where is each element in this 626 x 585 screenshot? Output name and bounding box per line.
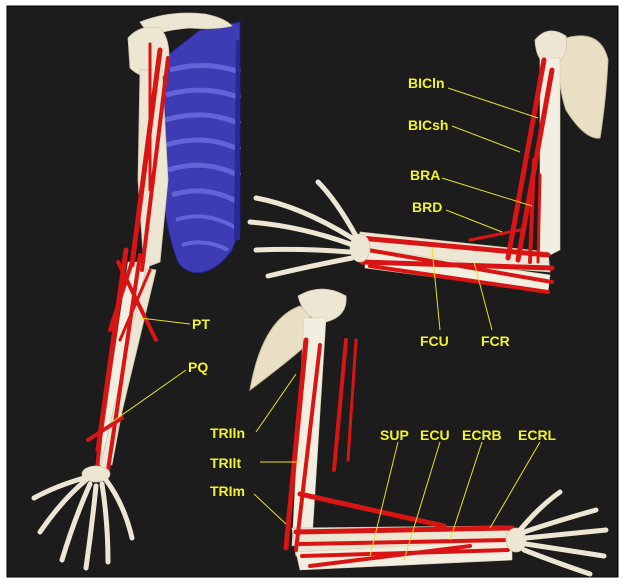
label-fcr: FCR (481, 333, 510, 349)
label-brd: BRD (412, 199, 442, 215)
label-pq: PQ (188, 359, 208, 375)
label-bicsh: BICsh (408, 117, 448, 133)
label-trilt: TRIlt (210, 455, 241, 471)
label-trim: TRIm (210, 483, 245, 499)
label-bicln: BICln (408, 75, 445, 91)
label-triln: TRIln (210, 425, 245, 441)
label-ecu: ECU (420, 427, 450, 443)
label-pt: PT (192, 316, 210, 332)
label-sup: SUP (380, 427, 409, 443)
label-ecrl: ECRL (518, 427, 557, 443)
label-bra: BRA (410, 167, 440, 183)
label-fcu: FCU (420, 333, 449, 349)
right-upper-muscle (538, 175, 540, 262)
label-ecrb: ECRB (462, 427, 502, 443)
